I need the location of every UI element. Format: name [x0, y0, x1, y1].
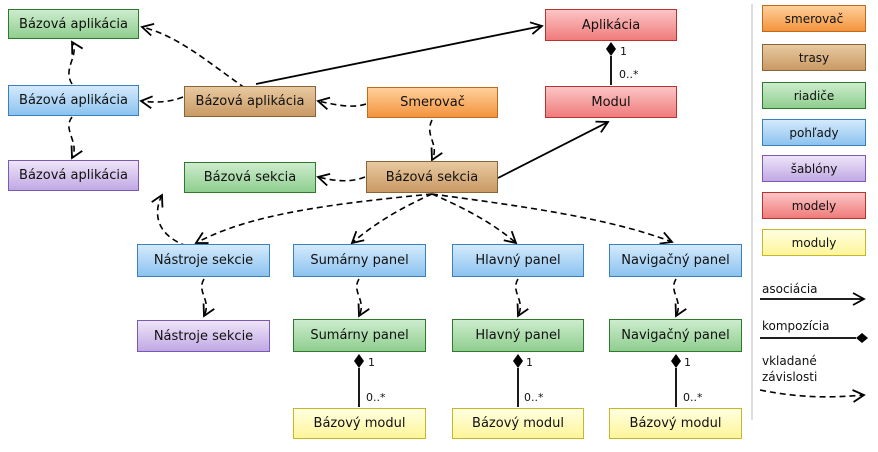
tools-template: Nástroje sekcie	[137, 320, 270, 352]
app-module-mult-one: 1	[620, 45, 627, 58]
dep-summary-view-to-ctrl	[355, 278, 370, 318]
module-model: Modul	[545, 86, 677, 118]
dep-view-to-base-app-ctrl	[68, 40, 84, 85]
summary-mult-one: 1	[368, 356, 375, 369]
nav-controller: Navigačný panel	[609, 319, 742, 352]
legend-routes: trasy	[762, 44, 866, 71]
comp-main-module-diamond	[513, 354, 523, 368]
legend-modules: moduly	[762, 229, 866, 256]
nav-view: Navigačný panel	[609, 244, 742, 277]
legend-composition-diamond	[856, 333, 868, 343]
main-base-module: Bázový modul	[452, 408, 584, 439]
dep-section-route-to-summary-view	[350, 193, 433, 245]
legend-controllers: riadiče	[762, 82, 866, 109]
comp-summary-module-diamond	[354, 354, 364, 368]
dep-view-to-base-app-tmpl	[68, 116, 83, 160]
main-mult-many: 0..*	[524, 391, 544, 404]
legend-models: modely	[762, 192, 866, 219]
comp-nav-module-diamond	[671, 354, 681, 368]
main-controller: Hlavný panel	[452, 319, 584, 352]
dep-section-route-to-nav-view	[431, 193, 674, 245]
app-model: Aplikácia	[545, 9, 677, 41]
router-node: Smerovač	[367, 87, 498, 118]
legend-embedded-label-2: závislosti	[762, 370, 818, 384]
dep-nav-view-to-ctrl	[672, 278, 687, 318]
legend-router: smerovač	[762, 5, 866, 32]
legend-templates: šablóny	[762, 155, 866, 182]
main-view: Hlavný panel	[452, 244, 584, 277]
app-module-mult-many: 0..*	[619, 68, 639, 81]
legend-embedded-label-1: vkladané	[762, 354, 817, 368]
dep-route-to-base-app-ctrl	[140, 22, 246, 89]
dep-tools-view-to-tools-tmpl	[200, 278, 215, 318]
dep-section-route-to-main-view	[431, 193, 518, 245]
base-app-view: Bázová aplikácia	[8, 85, 139, 116]
nav-base-module: Bázový modul	[609, 408, 742, 439]
dep-router-to-base-section-route	[428, 119, 443, 162]
dep-tools-view-to-section-ctrl	[151, 193, 188, 247]
assoc-route-to-app-model	[255, 21, 544, 85]
nav-mult-many: 0..*	[683, 391, 703, 404]
base-section-controller: Bázová sekcia	[184, 162, 316, 193]
summary-controller: Sumárny panel	[293, 319, 426, 352]
main-mult-one: 1	[526, 356, 533, 369]
legend-views: pohľady	[762, 119, 866, 146]
summary-base-module: Bázový modul	[293, 408, 426, 439]
tools-view: Nástroje sekcie	[137, 244, 270, 277]
comp-app-module-diamond	[606, 42, 616, 56]
base-section-route: Bázová sekcia	[366, 161, 498, 193]
legend-embedded-line	[759, 389, 866, 403]
base-app-template: Bázová aplikácia	[8, 160, 139, 191]
dep-main-view-to-ctrl	[514, 278, 529, 318]
base-app-controller: Bázová aplikácia	[8, 9, 139, 39]
dep-route-to-base-app-view	[139, 95, 184, 109]
legend-composition-label: kompozícia	[762, 319, 830, 333]
dep-section-route-to-tools-view	[194, 193, 433, 244]
base-app-route: Bázová aplikácia	[184, 86, 316, 117]
summary-view: Sumárny panel	[293, 244, 426, 277]
nav-mult-one: 1	[684, 356, 691, 369]
summary-mult-many: 0..*	[366, 391, 386, 404]
legend-association-label: asociácia	[762, 282, 818, 296]
assoc-section-route-to-module-model	[497, 120, 610, 179]
dep-section-route-to-section-ctrl	[316, 172, 366, 187]
dep-router-to-base-app-route	[316, 96, 367, 110]
